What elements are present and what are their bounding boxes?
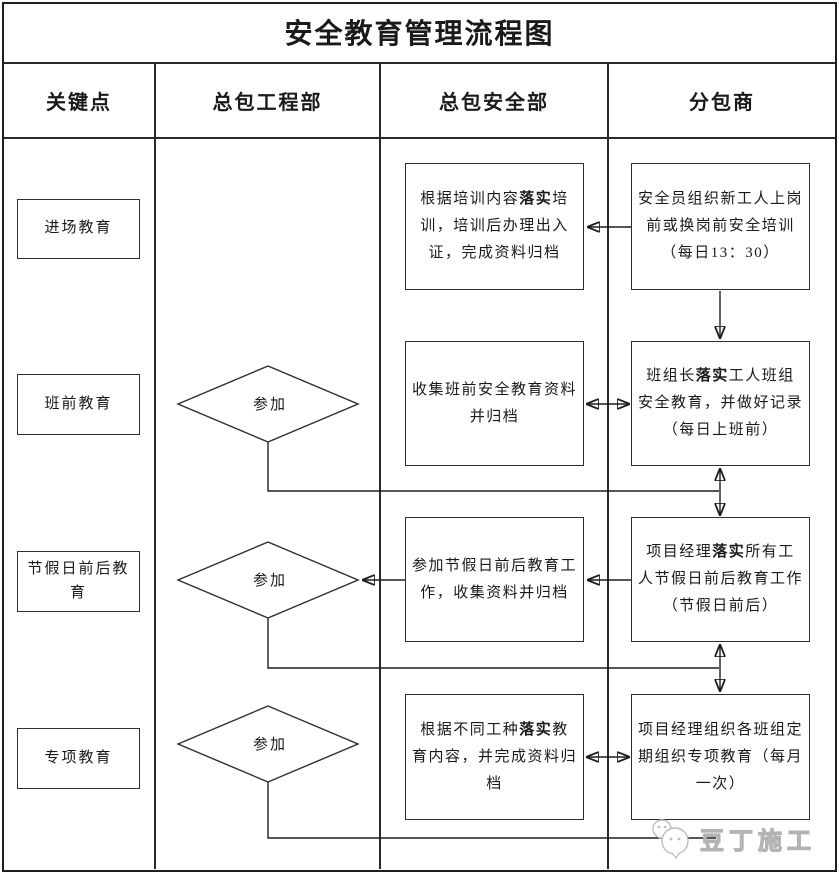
lane-divider-1 — [154, 64, 156, 869]
text-segment: 项目经理组织各班组定期组织专项教育（每月一次） — [638, 721, 804, 792]
chick-logo-icon — [652, 819, 689, 859]
lane-header-keypoints: 关键点 — [46, 91, 112, 114]
title-divider — [4, 61, 835, 64]
subcontractor-box-row2: 班组长落实工人班组安全教育，并做好记录（每日上班前） — [631, 341, 810, 466]
safety-box-row4: 根据不同工种落实教育内容，并完成资料归档 — [405, 694, 584, 820]
text-segment: 项目经理 — [646, 544, 713, 560]
text-segment-bold: 落实 — [519, 721, 553, 738]
text-segment: 培训，培训后办理出入证，完成资料归档 — [420, 191, 569, 261]
text-segment: 收集班前安全教育资料并归档 — [412, 381, 578, 425]
watermark-text: 豆丁施工 — [699, 828, 816, 855]
safety-box-row3: 参加节假日前后教育工作，收集资料并归档 — [405, 517, 584, 642]
safety-box-row1: 根据培训内容落实培训，培训后办理出入证，完成资料归档 — [405, 163, 584, 290]
subcontractor-box-row4: 项目经理组织各班组定期组织专项教育（每月一次） — [631, 694, 810, 820]
text-segment: 工人班组安全教育，并做好记录（每日上班前） — [638, 368, 804, 438]
text-segment: 根据培训内容 — [420, 191, 520, 207]
page-title: 安全教育管理流程图 — [284, 19, 555, 50]
keypoint-box-entry-education: 进场教育 — [17, 199, 140, 259]
text-segment: 参加节假日前后教育工作，收集资料并归档 — [412, 557, 578, 601]
keypoint-box-special-education: 专项教育 — [17, 728, 140, 789]
lane-divider-2 — [379, 64, 381, 869]
header-divider — [4, 136, 835, 139]
subcontractor-box-row1: 安全员组织新工人上岗前或换岗前安全培训 （每日13：30） — [631, 163, 810, 290]
text-segment-bold: 落实 — [695, 368, 729, 384]
safety-box-row2: 收集班前安全教育资料并归档 — [405, 341, 584, 466]
lane-header-gc-engineering: 总包工程部 — [212, 91, 323, 114]
text-segment: 根据不同工种 — [420, 721, 520, 738]
subcontractor-box-row3: 项目经理落实所有工人节假日前后教育工作（节假日前后） — [631, 517, 810, 642]
keypoint-box-holiday-education: 节假日前后教育 — [17, 551, 140, 612]
text-segment: 所有工人节假日前后教育工作（节假日前后） — [638, 544, 804, 614]
lane-header-subcontractor: 分包商 — [689, 91, 755, 114]
lane-divider-3 — [607, 64, 609, 869]
lane-header-gc-safety: 总包安全部 — [439, 91, 549, 114]
watermark: 豆丁施工 — [648, 816, 828, 860]
text-segment-bold: 落实 — [519, 191, 553, 207]
text-segment: 班组长 — [646, 368, 696, 384]
text-segment-bold: 落实 — [712, 544, 746, 560]
keypoint-box-preshift-education: 班前教育 — [17, 374, 140, 435]
text-segment: 安全员组织新工人上岗前或换岗前安全培训 （每日13：30） — [638, 191, 804, 261]
